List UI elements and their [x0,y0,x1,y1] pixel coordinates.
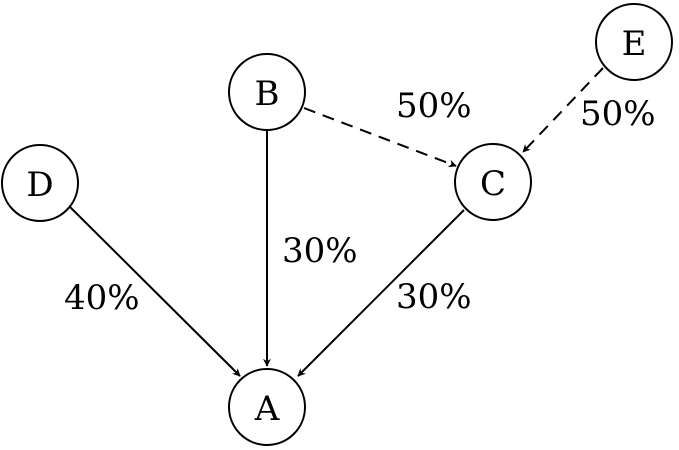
node-a: A [228,368,306,446]
node-d-label: D [26,165,53,205]
node-c-circle [454,143,532,221]
node-c-label: C [480,164,506,204]
node-e-circle [595,3,673,81]
node-b: B [228,53,306,131]
node-b-circle [228,53,306,131]
node-e-label: E [622,24,647,64]
edge-b-to-c [303,107,457,168]
edge-label-b-to-a: 30% [282,231,358,271]
node-b-label: B [255,74,280,114]
edge-d-to-a [67,204,241,377]
edge-labels: 40% 30% 30% 50% 50% [64,86,656,318]
node-d: D [1,144,79,222]
node-a-label: A [254,389,280,429]
node-c: C [454,143,532,221]
node-d-circle [1,144,79,222]
node-a-circle [228,368,306,446]
edge-c-to-a [297,209,465,377]
edge-label-d-to-a: 40% [64,278,140,318]
edge-label-b-to-c: 50% [396,86,472,126]
node-e: E [595,3,673,81]
edges [67,67,604,377]
edge-label-c-to-a: 30% [396,277,472,317]
edge-label-e-to-c: 50% [580,94,656,134]
